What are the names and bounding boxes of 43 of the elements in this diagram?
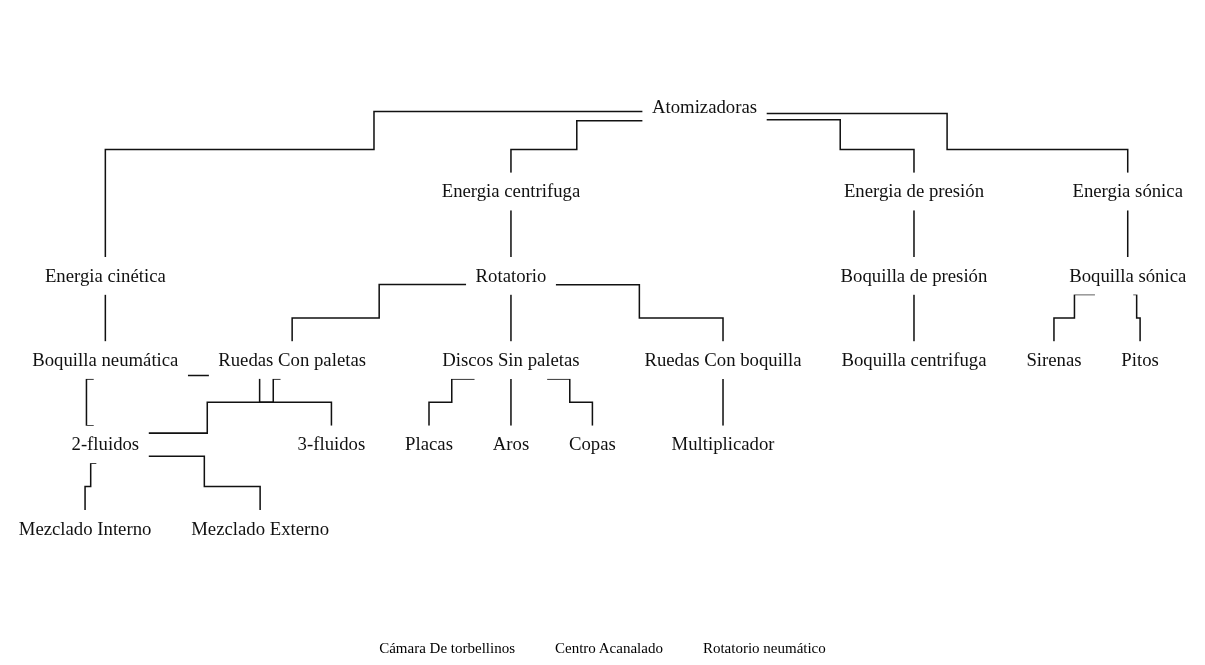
- connector: [722, 378, 724, 427]
- connector: [428, 378, 476, 427]
- node-text: Energia cinética: [44, 265, 166, 286]
- connector: [510, 119, 644, 174]
- connector: [291, 283, 467, 343]
- node-text: Aros: [492, 433, 530, 454]
- node-text: Energia de presión: [843, 181, 985, 201]
- connector: [510, 378, 512, 427]
- connector: [1126, 209, 1129, 258]
- node-text: Energia centrifuga: [441, 181, 581, 201]
- connector: [554, 284, 724, 343]
- node-text: 3-fluidos: [297, 433, 366, 454]
- note-text: Centro Acanalado: [555, 640, 663, 657]
- connector: [104, 110, 644, 258]
- node-text: Atomizadoras: [651, 96, 758, 117]
- node-text: Ruedas Con boquilla: [644, 349, 802, 370]
- node-text: Mezclado Externo: [191, 518, 330, 539]
- note-text: Rotatorio neumático: [702, 640, 826, 657]
- node-text: Rotatorio: [475, 265, 547, 286]
- connector: [510, 209, 512, 258]
- connector: [765, 118, 915, 174]
- node-text: Boquilla neumática: [32, 349, 179, 370]
- connector: [546, 378, 594, 427]
- note-text: Cámara De torbellinos: [379, 640, 515, 657]
- node-text: Copas: [568, 433, 616, 454]
- node-text: Placas: [405, 433, 453, 454]
- node-text: Energia sónica: [1072, 181, 1183, 201]
- connector: [913, 209, 915, 258]
- node-text: 2-fluidos: [71, 433, 140, 454]
- connector: [913, 293, 915, 343]
- node-text: Boquilla centrifuga: [841, 349, 987, 370]
- node-text: Sirenas: [1026, 349, 1082, 370]
- connector: [765, 112, 1129, 174]
- connector: [510, 293, 512, 343]
- connector: [85, 378, 95, 427]
- node-text: Pitos: [1121, 349, 1159, 370]
- connector: [147, 455, 261, 511]
- node-text: Boquilla de presión: [840, 265, 988, 286]
- node-text: Mezclado Interno: [18, 518, 152, 539]
- node-text: Multiplicador: [671, 433, 775, 454]
- connector: [147, 378, 282, 434]
- node-text: Discos Sin paletas: [442, 349, 580, 370]
- connector: [104, 293, 107, 343]
